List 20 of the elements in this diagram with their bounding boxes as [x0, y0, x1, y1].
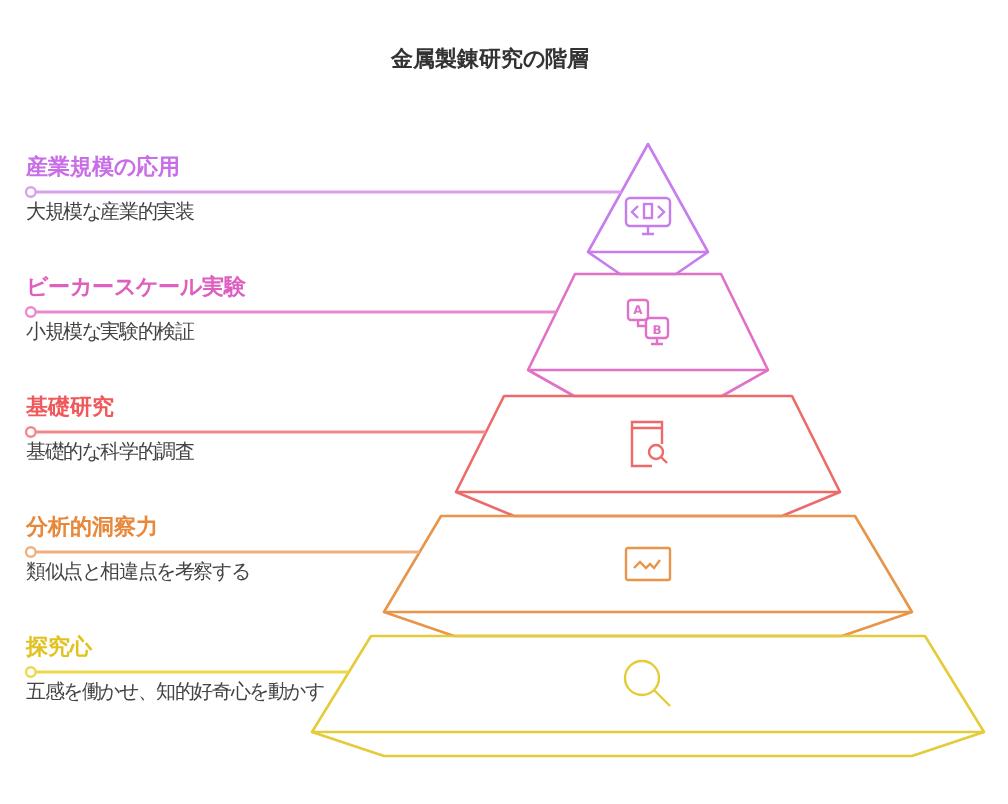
- leader-line: [24, 546, 420, 558]
- tier-heading: 探究心: [26, 634, 94, 662]
- leader-line: [24, 306, 557, 318]
- tier-description: 基礎的な科学的調査: [26, 442, 194, 466]
- leader-line: [24, 666, 349, 678]
- pyramid-tier: [456, 396, 840, 516]
- tier-heading: 産業規模の応用: [26, 154, 182, 182]
- tier-heading: 分析的洞察力: [26, 514, 160, 542]
- diagram-title: 金属製錬研究の階層: [388, 44, 591, 74]
- leader-line: [24, 426, 486, 438]
- tier-description: 五感を働かせ、知的好奇心を動かす: [26, 682, 324, 706]
- pyramid-tier: [384, 516, 912, 636]
- tier-description: 小規模な実験的検証: [26, 322, 197, 346]
- leader-line: [24, 186, 622, 198]
- tier-description: 類似点と相違点を考察する: [26, 562, 250, 586]
- tier-description: 大規模な産業的実装: [26, 202, 194, 226]
- tier-heading: 基礎研究: [26, 394, 116, 422]
- tier-heading: ビーカースケール実験: [26, 274, 246, 302]
- pyramid-top: [588, 144, 708, 274]
- pyramid-tier: [528, 274, 768, 396]
